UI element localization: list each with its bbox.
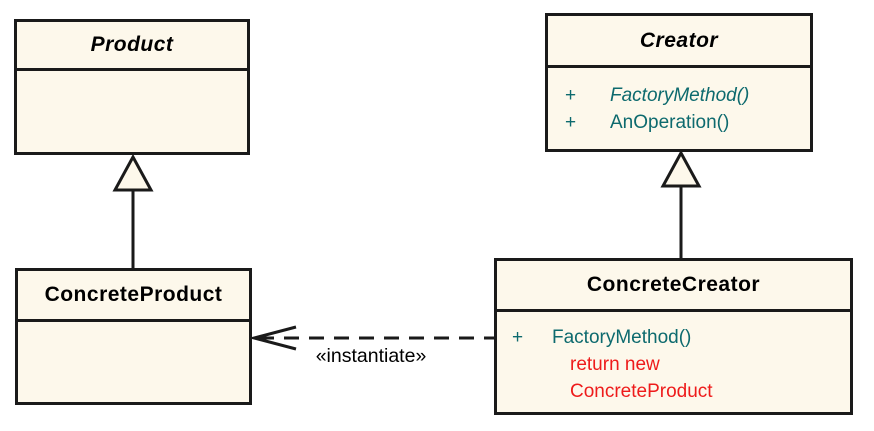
visibility-plus: +	[512, 326, 524, 348]
class-concrete-product: ConcreteProduct	[15, 268, 252, 405]
creator-method-factorymethod: + FactoryMethod()	[565, 82, 810, 109]
code-note-line-1: return new	[570, 354, 660, 375]
code-note-line-2: ConcreteProduct	[570, 381, 713, 402]
class-concrete-creator: ConcreteCreator + FactoryMethod() return…	[494, 258, 853, 415]
class-concrete-creator-header: ConcreteCreator	[497, 261, 850, 312]
generalization-triangle-icon-product	[112, 153, 154, 192]
visibility-plus: +	[565, 111, 577, 133]
instantiate-label: «instantiate»	[315, 345, 427, 367]
class-product-header: Product	[17, 22, 247, 71]
class-product: Product	[14, 19, 250, 155]
class-concrete-creator-name: ConcreteCreator	[586, 273, 761, 296]
class-creator-header: Creator	[548, 16, 810, 68]
class-creator: Creator + FactoryMethod() + AnOperation(…	[545, 13, 813, 152]
class-creator-body: + FactoryMethod() + AnOperation()	[548, 68, 810, 136]
class-concrete-creator-body: + FactoryMethod() return new ConcretePro…	[497, 312, 850, 405]
class-creator-name: Creator	[639, 28, 719, 52]
instantiate-arrowhead-icon	[248, 325, 297, 351]
generalization-triangle-icon-creator	[660, 149, 702, 188]
method-name: AnOperation()	[610, 111, 730, 133]
creator-method-anoperation: + AnOperation()	[565, 109, 810, 136]
class-concrete-product-name: ConcreteProduct	[44, 283, 223, 306]
visibility-plus: +	[565, 84, 577, 106]
concrete-creator-method-factorymethod: + FactoryMethod()	[512, 324, 850, 351]
class-concrete-product-header: ConcreteProduct	[18, 271, 249, 322]
method-name: FactoryMethod()	[552, 326, 692, 348]
class-product-name: Product	[90, 33, 174, 56]
method-name: FactoryMethod()	[610, 84, 750, 106]
